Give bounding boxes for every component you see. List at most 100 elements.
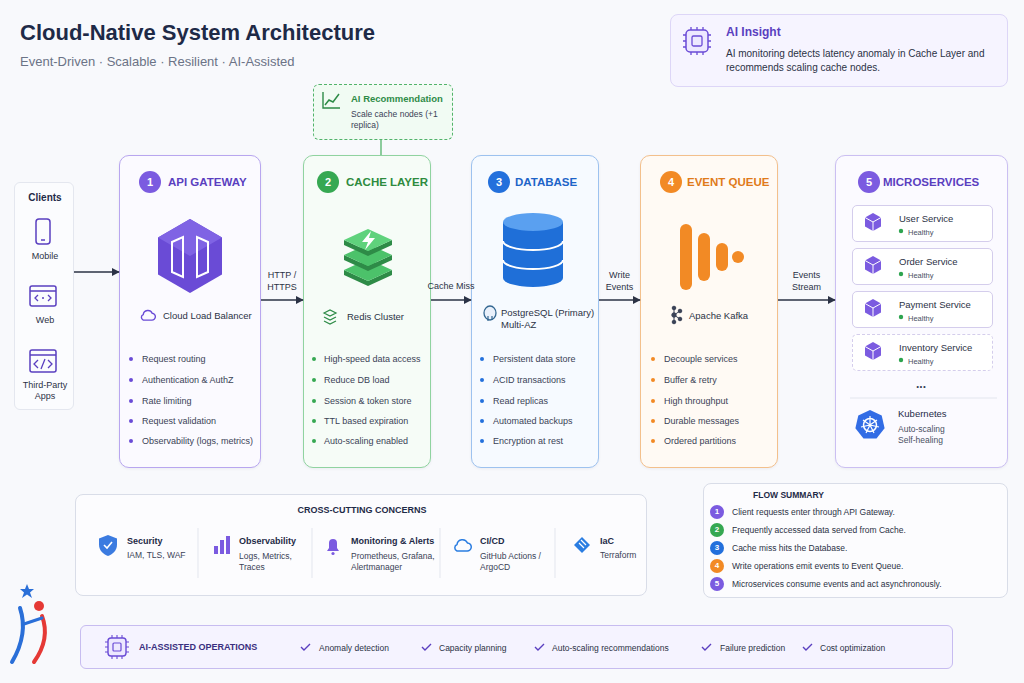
iac-icon (579, 540, 586, 548)
chart-icon (323, 92, 340, 108)
bullet-dots (129, 378, 133, 382)
step-number-text: 1 (715, 508, 719, 516)
divider-lines (440, 528, 441, 578)
node-text: TTL based expiration (324, 416, 442, 427)
flow-arrow (261, 299, 303, 300)
node-text: Persistent data store (493, 354, 611, 365)
postgres-icon (488, 316, 492, 321)
node-heading: Inventory Service (899, 342, 989, 354)
service-panel: MICROSERVICES...KubernetesAuto-scaling S… (835, 155, 1008, 468)
bullet-dots (480, 439, 484, 443)
operations-band: AI-ASSISTED OPERATIONSAnomaly detectionC… (80, 625, 953, 669)
gateway-icon (172, 237, 208, 277)
check-marks (301, 644, 812, 650)
chip-icon (105, 635, 129, 659)
bullet-dots (312, 399, 316, 403)
kafka-small-icon (672, 313, 676, 317)
node-heading: CACHE LAYER (346, 175, 431, 189)
chip-icon (683, 27, 711, 55)
node-text: Request validation (142, 416, 260, 427)
iac-icon (574, 537, 590, 553)
health-dots (899, 229, 903, 362)
apps-icon (30, 350, 56, 372)
node-text: ACID transactions (493, 375, 611, 386)
web-icon (30, 286, 56, 306)
node-text: Auto-scaling recommendations (552, 643, 702, 654)
node-text: IaC (600, 536, 645, 547)
service-panel: CACHE LAYERRedis ClusterHigh-speed data … (303, 155, 431, 468)
step-number-text: 4 (715, 562, 719, 570)
mobile-icon (36, 219, 50, 244)
node-text: Cloud Load Balancer (163, 310, 259, 322)
bullet-dots (129, 419, 133, 423)
bullet-dots (651, 357, 655, 361)
shield-icon (99, 535, 117, 556)
step-number-text: 4 (668, 177, 674, 188)
service-panel: DATABASEPostgreSQL (Primary) Multi-AZPer… (471, 155, 599, 468)
node-heading: CROSS-CUTTING CONCERNS (76, 505, 648, 516)
database-icon (503, 213, 563, 231)
node-text: Anomaly detection (319, 643, 429, 654)
node-text: Authentication & AuthZ (142, 375, 260, 386)
step-number-text: 1 (147, 177, 153, 188)
cube-icons (865, 218, 881, 361)
apps-icon (30, 350, 56, 372)
diagram-title: Cloud-Native System Architecture (20, 19, 620, 47)
divider-line (850, 398, 997, 399)
mobile-icon (36, 219, 50, 244)
node-text: Kubernetes (898, 408, 988, 420)
bullet-dots (312, 378, 316, 382)
kafka-icon (698, 233, 710, 281)
node-text: AI monitoring detects latency anomaly in… (726, 47, 1006, 75)
kafka-small-icon (678, 317, 682, 321)
node-text: Redis Cluster (347, 311, 427, 323)
shield-icon (99, 535, 117, 556)
edge-label: Cache Miss (427, 281, 475, 293)
node-text: Ordered partitions (664, 436, 782, 447)
node-text: Cache miss hits the Database. (732, 543, 1004, 554)
node-text: Read replicas (493, 396, 611, 407)
step-number: 1 (139, 171, 161, 193)
node-text: IAM, TLS, WAF (127, 550, 197, 561)
web-icon (30, 291, 56, 301)
postgres-icon (484, 306, 496, 320)
node-text: Apache Kafka (689, 310, 774, 322)
health-dots (899, 358, 903, 362)
node-text: Observability (239, 536, 309, 547)
flow-arrow (599, 299, 640, 300)
divider-lines (198, 528, 555, 578)
bullet-dots (651, 378, 655, 382)
bars-icon (214, 546, 218, 554)
divider-lines (198, 528, 199, 578)
kafka-small-icon (672, 320, 676, 324)
database-icon (503, 222, 563, 287)
bullet-dots (129, 399, 133, 403)
node-text: Healthy (908, 314, 968, 323)
node-text: Monitoring & Alerts (351, 536, 439, 547)
step-number-text: 2 (715, 526, 719, 534)
step-number: 3 (710, 541, 724, 555)
node-text: Auto-scaling enabled (324, 436, 442, 447)
node-text: Security (127, 536, 195, 547)
node-text: Healthy (908, 271, 968, 280)
web-icon (30, 286, 56, 306)
cube-icons (865, 299, 881, 317)
bullet-dots (129, 357, 133, 361)
bullet-dots (480, 357, 484, 361)
summary-box: FLOW SUMMARYClient requests enter throug… (703, 483, 1008, 598)
cube-icons (865, 213, 881, 231)
node-heading: MICROSERVICES (883, 175, 998, 189)
edge-label: HTTP / HTTPS (258, 270, 306, 293)
redis-icon (344, 244, 392, 266)
health-dots (899, 272, 903, 276)
node-text: Session & token store (324, 396, 442, 407)
node-heading: Payment Service (899, 299, 989, 311)
step-number: 5 (858, 171, 880, 193)
recommendation-box: AI RecommendationScale cache nodes (+1 r… (313, 84, 453, 140)
node-text: Reduce DB load (324, 375, 442, 386)
chip-icon (113, 643, 121, 651)
bullet-dots (312, 419, 316, 423)
edge-label: Write Events (596, 270, 644, 293)
brand-logo (34, 601, 44, 611)
node-text: Healthy (908, 228, 968, 237)
